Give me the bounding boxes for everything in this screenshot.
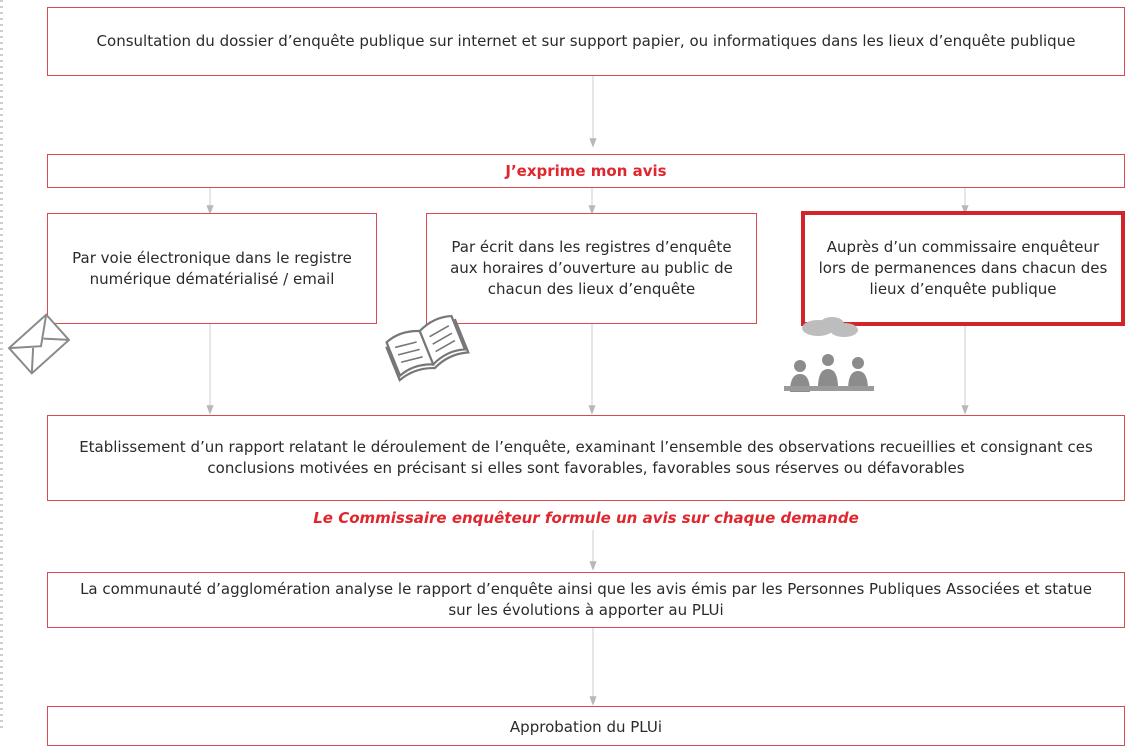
step-avis-text: J’exprime mon avis — [505, 161, 667, 180]
option-commissaire-text: Auprès d’un commissaire enquêteur lors d… — [818, 238, 1108, 298]
commissaire-avis-label: Le Commissaire enquêteur formule un avis… — [313, 509, 859, 527]
step-rapport: Etablissement d’un rapport relatant le d… — [47, 415, 1125, 501]
page-edge-marks — [0, 0, 3, 731]
step-approbation-text: Approbation du PLUi — [509, 718, 663, 736]
step-analyse: La communauté d’agglomération analyse le… — [47, 572, 1125, 628]
step-consultation-text: Consultation du dossier d’enquête publiq… — [96, 32, 1076, 50]
step-approbation: Approbation du PLUi — [47, 706, 1125, 746]
step-analyse-text: La communauté d’agglomération analyse le… — [80, 580, 1092, 619]
meeting-people-icon — [784, 317, 874, 392]
option-electronique-text: Par voie électronique dans le registre n… — [72, 248, 352, 288]
option-ecrit-text: Par écrit dans les registres d’enquête a… — [450, 238, 733, 298]
open-book-icon — [385, 314, 470, 382]
step-avis: J’exprime mon avis — [47, 154, 1125, 188]
option-commissaire: Auprès d’un commissaire enquêteur lors d… — [801, 211, 1125, 326]
envelope-icon — [7, 313, 71, 375]
connectors — [206, 76, 969, 706]
step-consultation: Consultation du dossier d’enquête publiq… — [47, 7, 1125, 76]
option-electronique: Par voie électronique dans le registre n… — [47, 213, 377, 324]
step-rapport-text: Etablissement d’un rapport relatant le d… — [79, 438, 1093, 477]
option-ecrit: Par écrit dans les registres d’enquête a… — [426, 213, 757, 324]
